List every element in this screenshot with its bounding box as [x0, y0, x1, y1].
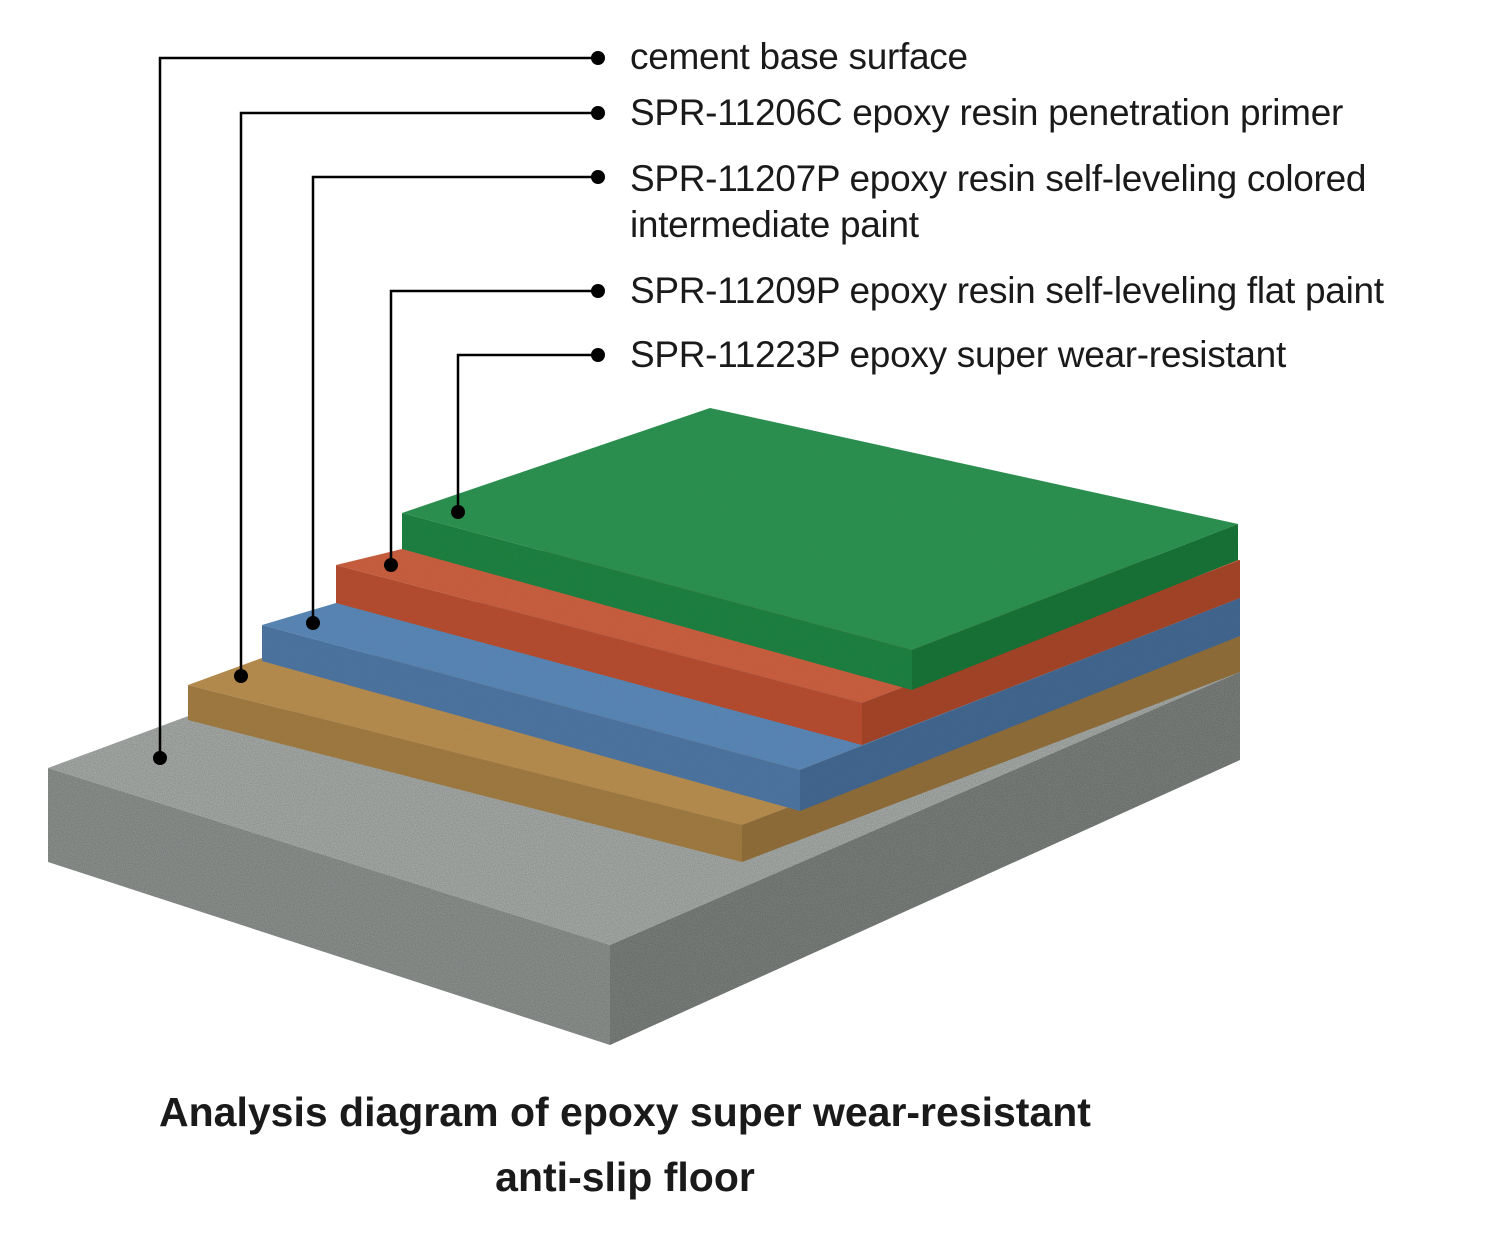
leader-line-flat-paint [389, 289, 598, 565]
label-intermediate-paint-line2: intermediate paint [630, 204, 919, 245]
wear-resistant-front-face [402, 513, 912, 690]
leader-line-wear-resistant [456, 353, 598, 512]
leader-line-intermediate [311, 175, 598, 623]
dot-wear-resistant-start [451, 505, 465, 519]
label-wear-resistant: SPR-11223P epoxy super wear-resistant [630, 334, 1286, 375]
label-primer: SPR-11206C epoxy resin penetration prime… [630, 92, 1343, 133]
wear-resistant-side-face [912, 524, 1238, 690]
intermediate-front-face [262, 625, 800, 811]
label-flat-paint: SPR-11209P epoxy resin self-leveling fla… [630, 270, 1384, 311]
intermediate-side-face [800, 598, 1240, 811]
dot-primer-start [234, 669, 248, 683]
diagram-caption-line2: anti-slip floor [495, 1154, 755, 1200]
dot-cement-start [153, 751, 167, 765]
dot-intermediate-start [306, 616, 320, 630]
primer-side-face [742, 636, 1240, 862]
primer-front-face [188, 685, 742, 862]
leader-line-primer [239, 111, 598, 676]
dot-flat-paint-end [591, 284, 605, 298]
wear-resistant-layer [402, 408, 1238, 690]
dot-flat-paint-start [384, 558, 398, 572]
diagram-caption-line1: Analysis diagram of epoxy super wear-res… [159, 1089, 1091, 1135]
wear-resistant-top-face [402, 408, 1238, 650]
leader-line-cement [158, 56, 598, 758]
flat-paint-front-face [336, 565, 862, 745]
dot-wear-resistant-end [591, 348, 605, 362]
dot-intermediate-end [591, 170, 605, 184]
dot-cement-end [591, 51, 605, 65]
flat-paint-side-face [862, 560, 1240, 745]
label-cement-base: cement base surface [630, 36, 968, 77]
leader-lines [158, 56, 598, 758]
label-intermediate-paint: SPR-11207P epoxy resin self-leveling col… [630, 158, 1367, 199]
leader-dots [153, 51, 605, 765]
cement-front-face [48, 768, 610, 1045]
cement-side-face [610, 672, 1240, 1045]
dot-primer-end [591, 106, 605, 120]
